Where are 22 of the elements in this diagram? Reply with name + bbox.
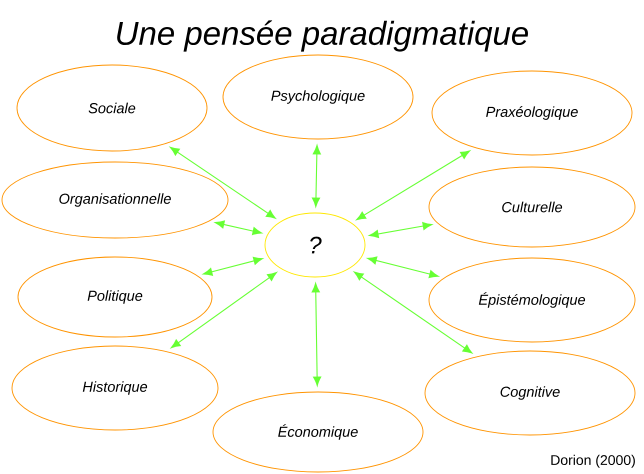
ellipse-node: Cognitive (424, 350, 636, 436)
arrow (202, 256, 263, 276)
source-note: Dorion (2000) (551, 454, 635, 468)
ellipse-node: Politique (18, 256, 212, 338)
arrow (170, 146, 276, 219)
ellipse-node: Économique (212, 392, 424, 472)
arrow (214, 220, 262, 236)
ellipse-node: Épistémologique (428, 258, 636, 342)
ellipse-node: Historique (12, 346, 218, 430)
ellipse-node: Psychologique (222, 54, 414, 140)
arrow (367, 256, 439, 278)
arrow (354, 272, 472, 354)
title: Une pensée paradigmatique (117, 20, 528, 52)
ellipse-node: Organisationnelle (2, 162, 228, 238)
arrow (369, 222, 432, 238)
arrow (312, 144, 321, 208)
arrow (170, 272, 277, 348)
arrow (312, 282, 322, 386)
ellipse-node: Culturelle (428, 166, 636, 248)
arrow (356, 150, 470, 220)
ellipse-node: Praxéologique (432, 70, 632, 156)
ellipse-node: Sociale (16, 64, 208, 152)
